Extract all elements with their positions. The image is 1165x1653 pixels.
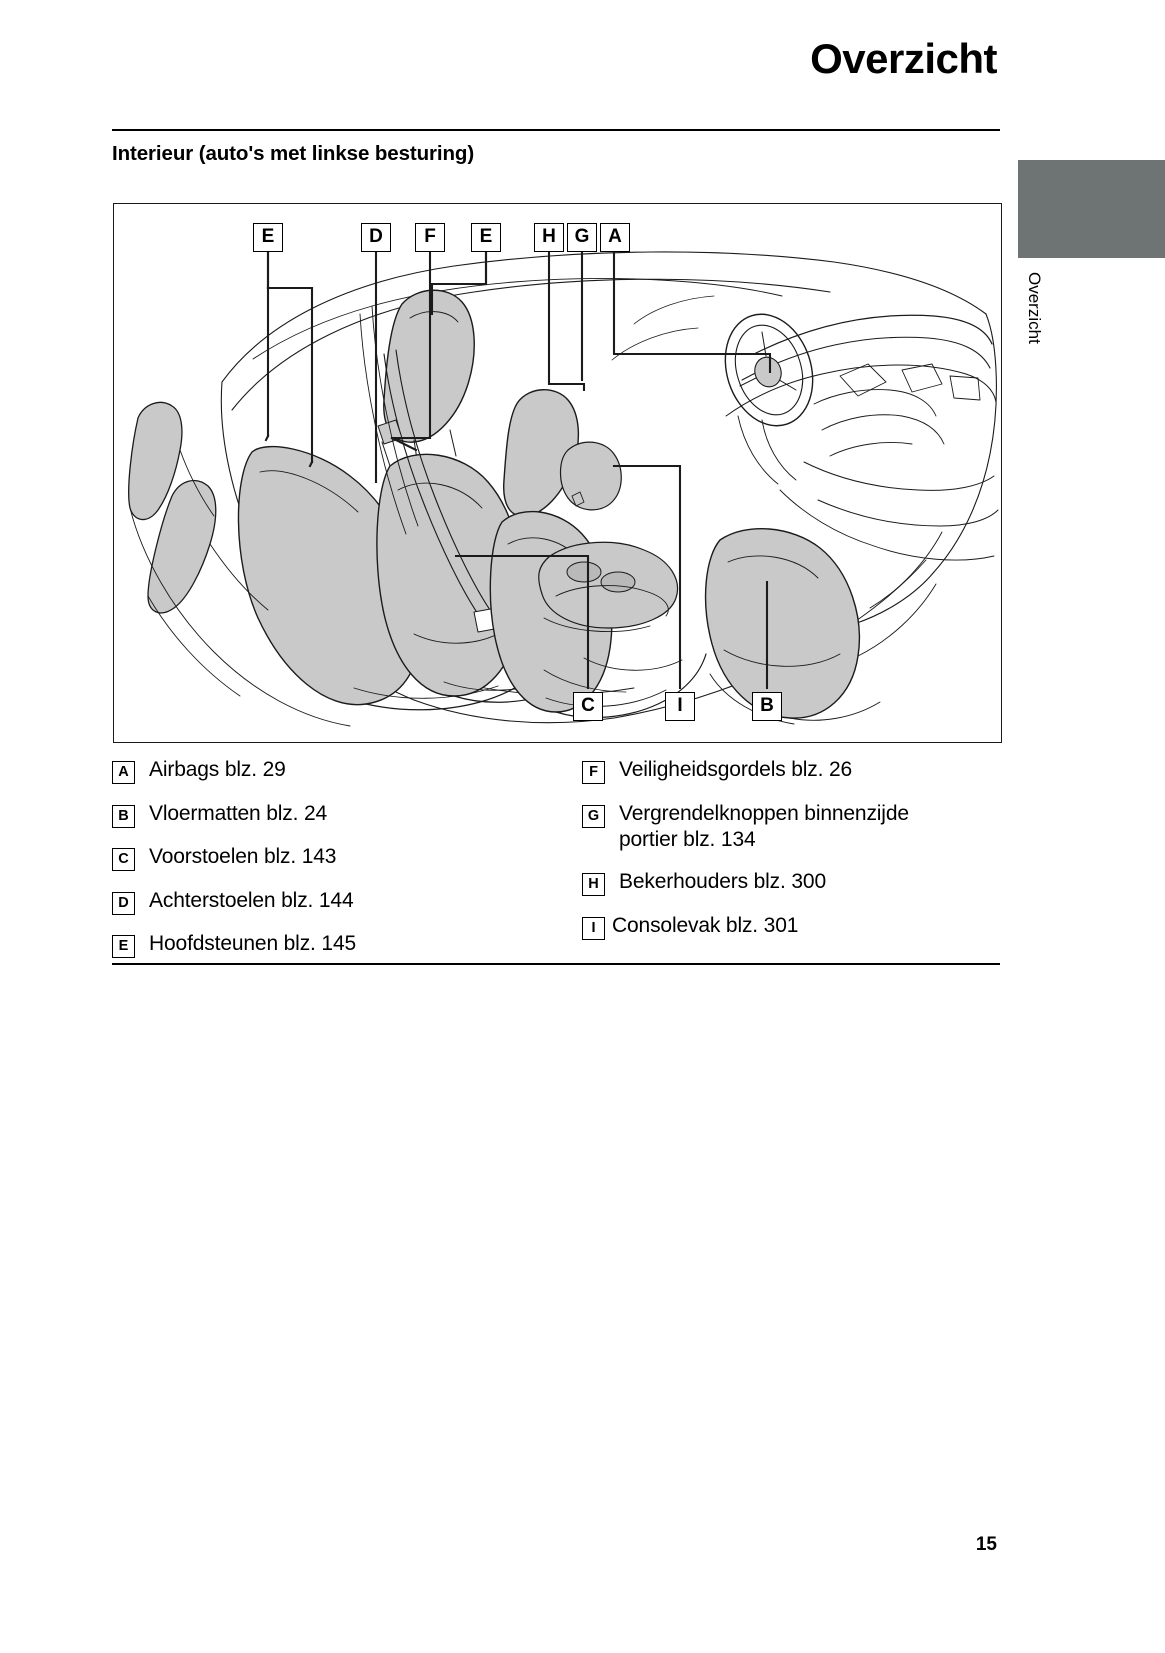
section-subtitle: Interieur (auto's met linkse besturing) [112, 142, 475, 165]
legend-item-i: I Consolevak blz. 301 [582, 913, 1002, 940]
callout-e-1: E [253, 223, 283, 252]
callout-c: C [573, 692, 603, 721]
legend-divider [112, 963, 1000, 965]
legend-column-left: A Airbags blz. 29 B Vloermatten blz. 24 … [112, 757, 552, 975]
callout-b: B [752, 692, 782, 721]
legend-item-e: E Hoofdsteunen blz. 145 [112, 931, 552, 958]
callout-g: G [567, 223, 597, 252]
legend-item-g: G Vergrendelknoppen binnenzijde portier … [582, 801, 1002, 853]
page-number: 15 [975, 1534, 997, 1555]
legend-tag-e: E [112, 935, 135, 958]
interior-diagram-figure: E D F E H G A C I B [113, 203, 1002, 743]
legend-item-a: A Airbags blz. 29 [112, 757, 552, 784]
legend-label-g: Vergrendelknoppen binnenzijde portier bl… [619, 801, 909, 851]
interior-illustration [128, 236, 999, 727]
callout-d: D [361, 223, 391, 252]
page-title: Overzicht [810, 35, 997, 82]
legend-tag-a: A [112, 761, 135, 784]
legend-tag-h: H [582, 873, 605, 896]
legend-label-a: Airbags blz. 29 [149, 758, 286, 781]
legend-label-h: Bekerhouders blz. 300 [619, 870, 826, 893]
legend-item-d: D Achterstoelen blz. 144 [112, 888, 552, 915]
legend-tag-i: I [582, 916, 605, 940]
legend-item-f: F Veiligheidsgordels blz. 26 [582, 757, 1002, 784]
legend-item-h: H Bekerhouders blz. 300 [582, 869, 1002, 896]
callout-f: F [415, 223, 445, 252]
legend-column-right: F Veiligheidsgordels blz. 26 G Vergrende… [582, 757, 1002, 956]
legend-tag-d: D [112, 891, 135, 915]
header-divider [112, 129, 1000, 131]
legend-tag-b: B [112, 804, 135, 828]
legend-label-d: Achterstoelen blz. 144 [149, 888, 354, 912]
legend-label-c: Voorstoelen blz. 143 [149, 845, 337, 868]
legend-label-e: Hoofdsteunen blz. 145 [149, 932, 357, 955]
legend-label-f: Veiligheidsgordels blz. 26 [619, 758, 853, 781]
thumb-tab-marker [1018, 160, 1165, 258]
thumb-tab-label: Overzicht [1025, 272, 1044, 344]
callout-a: A [600, 223, 630, 252]
legend-label-b: Vloermatten blz. 24 [149, 801, 328, 825]
legend-tag-f: F [582, 761, 605, 784]
legend-item-c: C Voorstoelen blz. 143 [112, 844, 552, 871]
legend-item-b: B Vloermatten blz. 24 [112, 801, 552, 828]
legend-tag-c: C [112, 848, 135, 871]
legend-label-i: Consolevak blz. 301 [612, 913, 799, 937]
callout-i: I [665, 692, 695, 721]
legend-tag-g: G [582, 804, 605, 828]
callout-e-2: E [471, 223, 501, 252]
callout-h: H [534, 223, 564, 252]
